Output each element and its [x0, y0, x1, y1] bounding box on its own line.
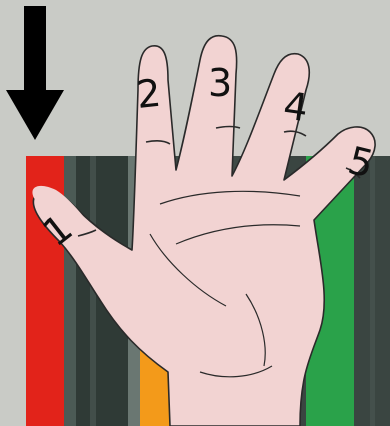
finger-label-3: 3 — [208, 61, 232, 105]
finger-label-2: 2 — [134, 71, 163, 117]
stripe-texture-3 — [370, 156, 375, 426]
stripe-gap-1 — [64, 156, 76, 426]
